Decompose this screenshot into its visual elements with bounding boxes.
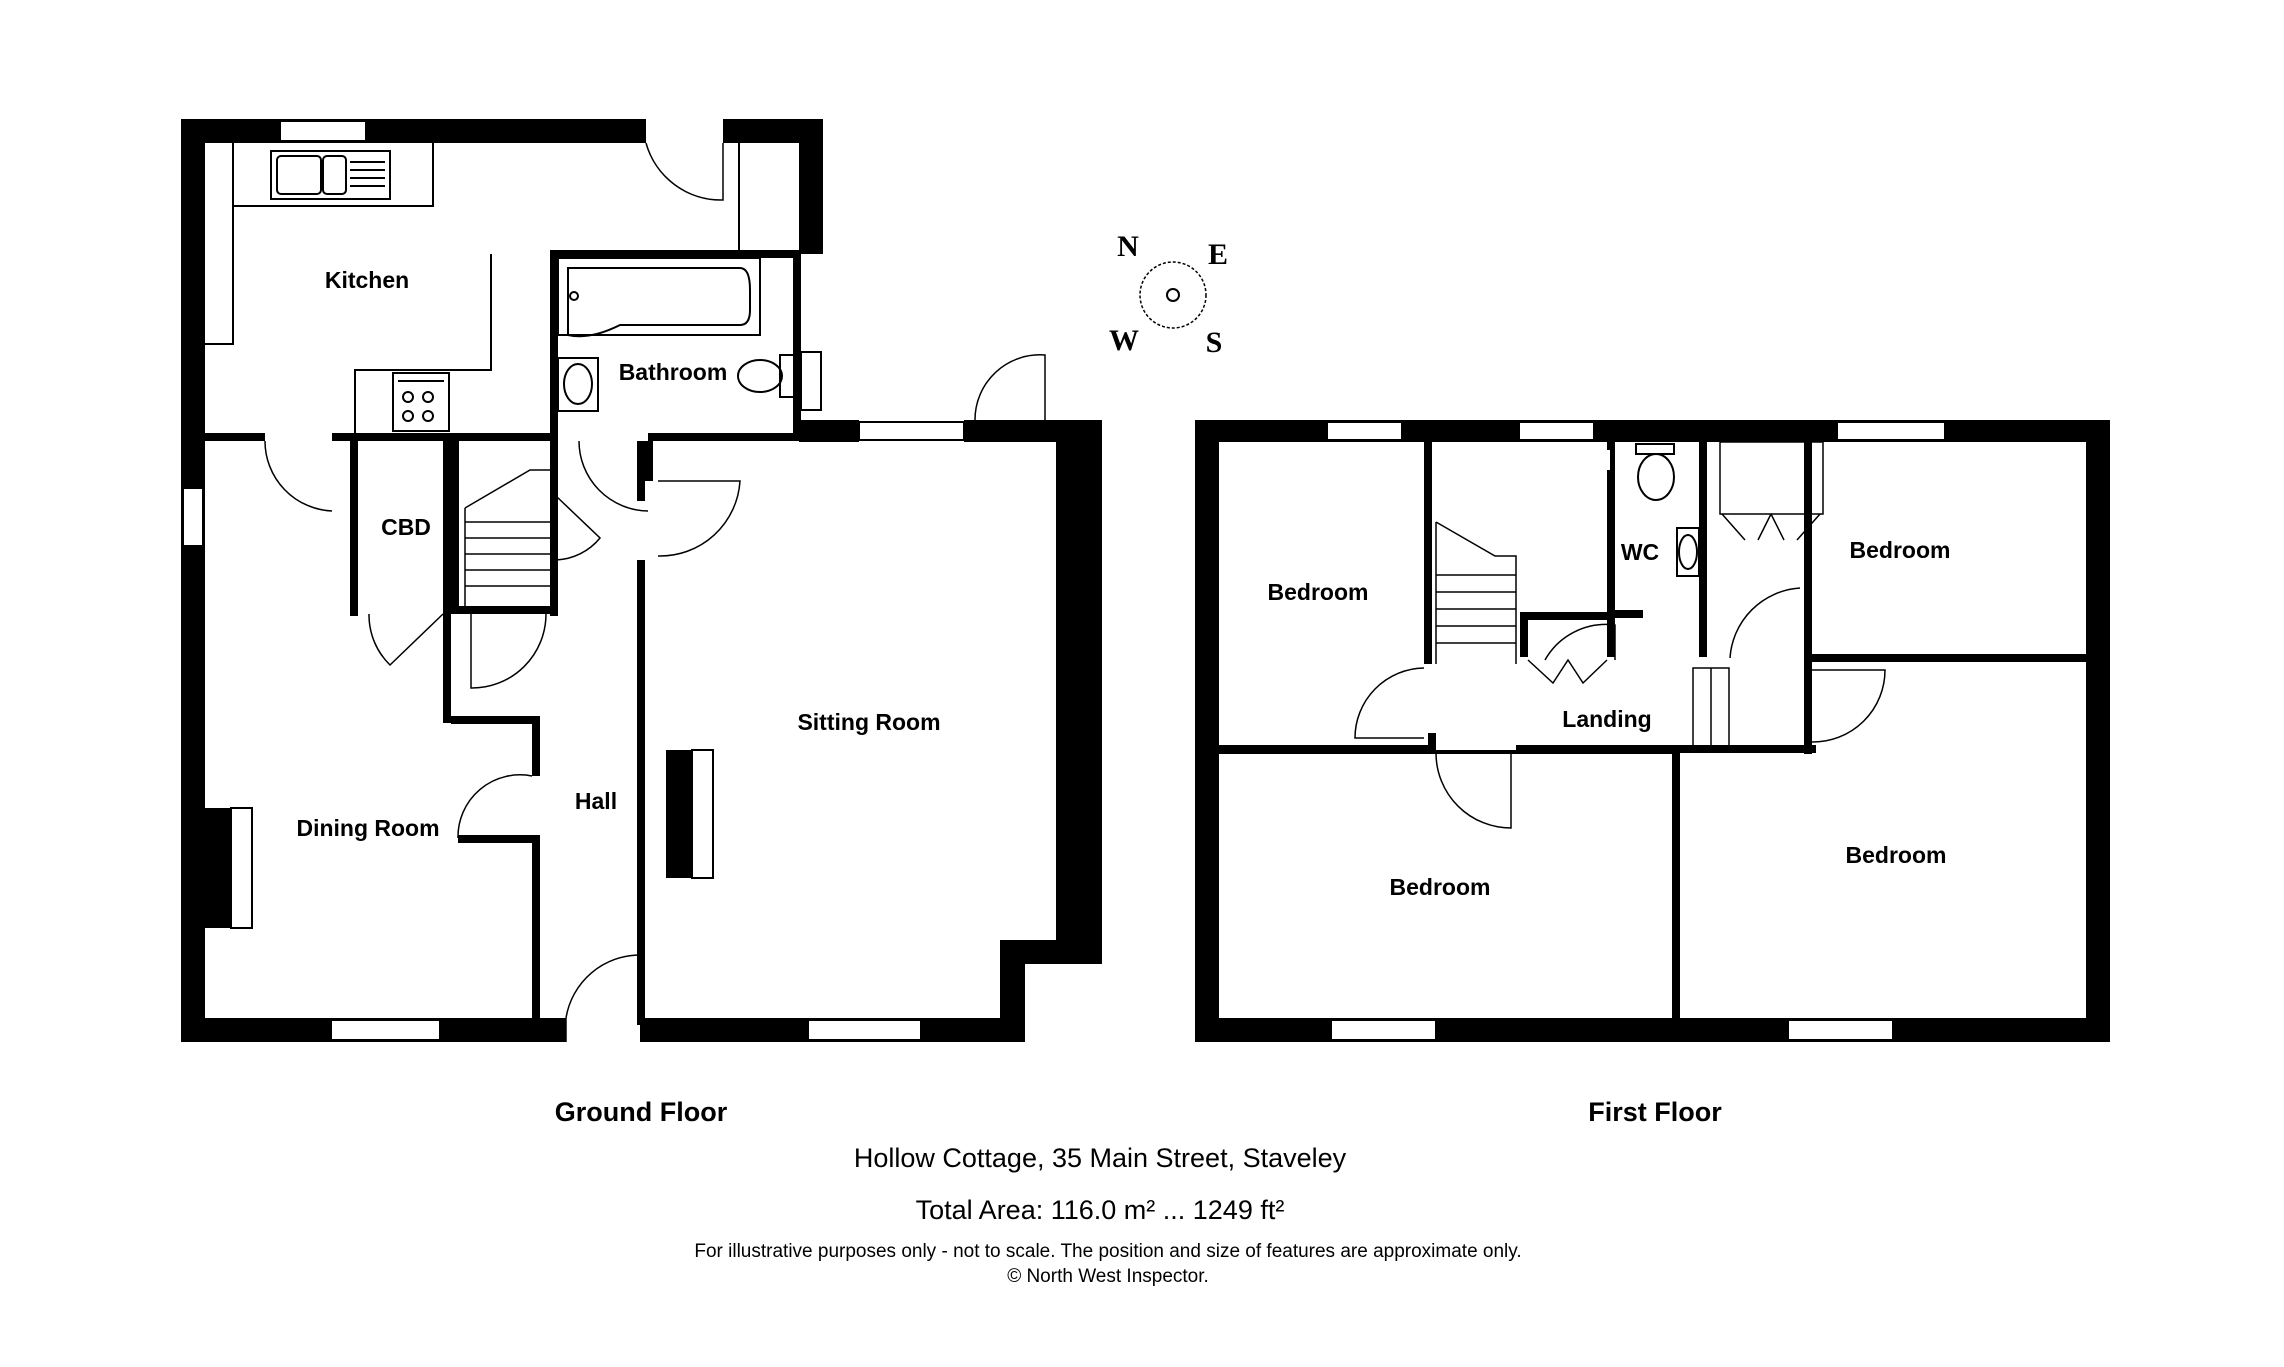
total-area: Total Area: 116.0 m² ... 1249 ft² <box>916 1195 1285 1225</box>
ground-floor-windows <box>182 120 965 1041</box>
fireplaces <box>230 749 714 929</box>
first-floor-windows <box>1326 421 1946 1041</box>
disclaimer: For illustrative purposes only - not to … <box>694 1241 1521 1262</box>
first-floor-doors <box>1354 587 1886 829</box>
room-label-bathroom: Bathroom <box>619 359 728 385</box>
ground-floor-plan: Kitchen Bathroom CBD Sitting Room Hall D… <box>181 119 1102 1042</box>
room-label-dining-room: Dining Room <box>296 815 439 841</box>
first-floor-walls <box>1195 420 2110 1042</box>
room-label-bedroom-nw: Bedroom <box>1268 579 1369 605</box>
kitchen-fittings <box>205 143 740 433</box>
wardrobe <box>1719 441 1824 541</box>
room-label-landing: Landing <box>1562 706 1651 732</box>
room-label-wc: WC <box>1621 539 1659 565</box>
room-label-sitting-room: Sitting Room <box>797 709 940 735</box>
first-floor-stairs <box>1435 521 1517 664</box>
bathroom-fittings <box>557 257 799 412</box>
wc-fittings <box>1604 443 1700 577</box>
ground-floor-title: Ground Floor <box>555 1097 728 1127</box>
room-label-bedroom-se: Bedroom <box>1846 842 1947 868</box>
ground-floor-doors <box>264 142 1046 1042</box>
room-label-kitchen: Kitchen <box>325 267 409 293</box>
room-label-cbd: CBD <box>381 514 431 540</box>
compass-rose: N E S W <box>1109 230 1228 359</box>
ground-floor-stairs <box>464 469 550 606</box>
compass-south: S <box>1206 326 1223 359</box>
compass-north: N <box>1117 230 1139 263</box>
room-label-hall: Hall <box>575 788 617 814</box>
compass-west: W <box>1109 324 1139 357</box>
room-label-bedroom-ne: Bedroom <box>1850 537 1951 563</box>
room-label-bedroom-sw: Bedroom <box>1390 874 1491 900</box>
compass-east: E <box>1208 238 1228 271</box>
compass-icon <box>1139 261 1207 329</box>
property-address: Hollow Cottage, 35 Main Street, Staveley <box>854 1143 1347 1173</box>
first-floor-title: First Floor <box>1588 1097 1722 1127</box>
first-floor-plan: Bedroom WC Bedroom Landing Bedroom Bedro… <box>1195 420 2110 1042</box>
copyright: © North West Inspector. <box>1007 1266 1209 1287</box>
